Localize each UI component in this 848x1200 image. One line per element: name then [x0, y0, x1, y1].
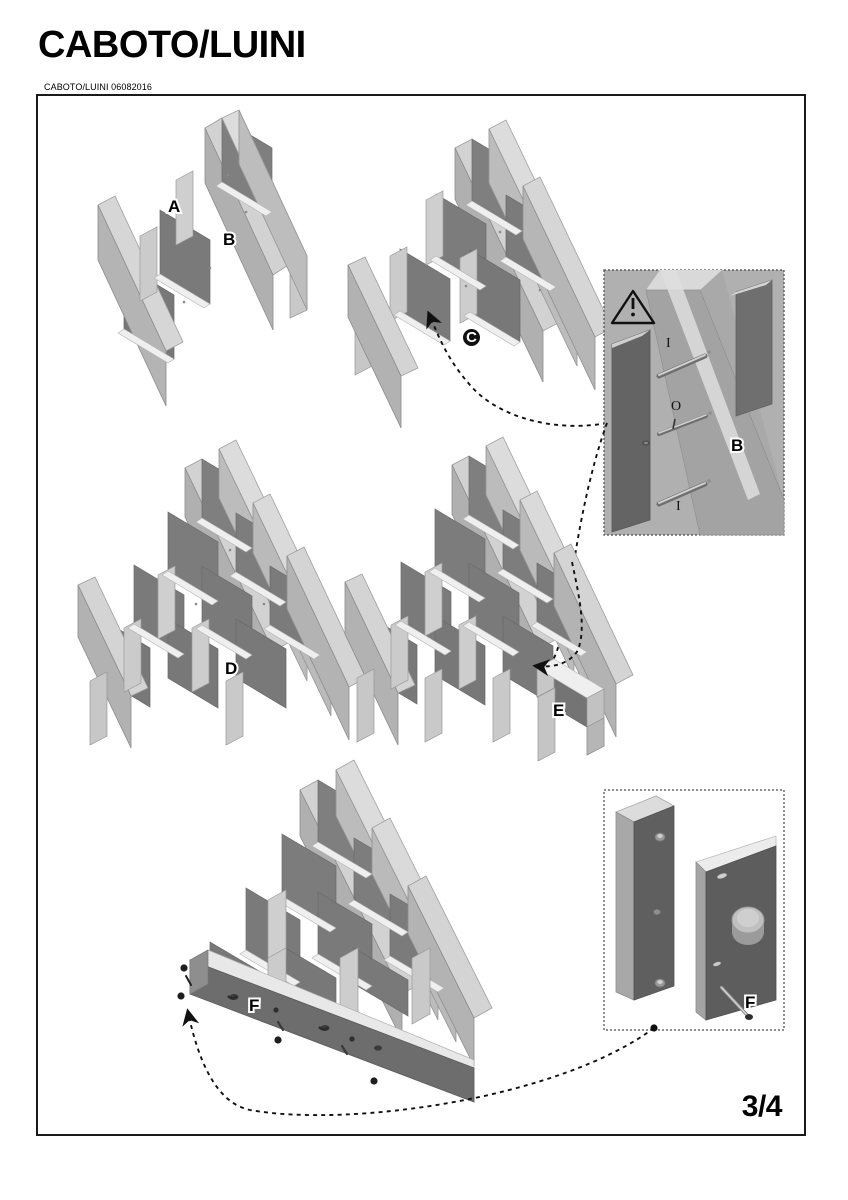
hardware-label-i-top: I [666, 336, 671, 351]
part-label-e: E [551, 700, 566, 721]
detail-part-label-f: F [743, 992, 758, 1013]
part-label-d: D [223, 658, 239, 679]
part-label-c: C [463, 329, 480, 346]
part-label-f: F [247, 995, 262, 1016]
hardware-label-i-bottom: I [676, 499, 681, 514]
part-label-b: B [221, 229, 237, 250]
document-code: CABOTO/LUINI 06082016 [44, 82, 152, 92]
part-label-a: A [166, 196, 182, 217]
detail-part-label-b: B [729, 435, 745, 456]
page-title: CABOTO/LUINI [38, 24, 306, 66]
hardware-label-o: O [671, 399, 682, 414]
page-number: 3/4 [741, 1090, 783, 1123]
content-frame: 3/4 [36, 94, 806, 1136]
